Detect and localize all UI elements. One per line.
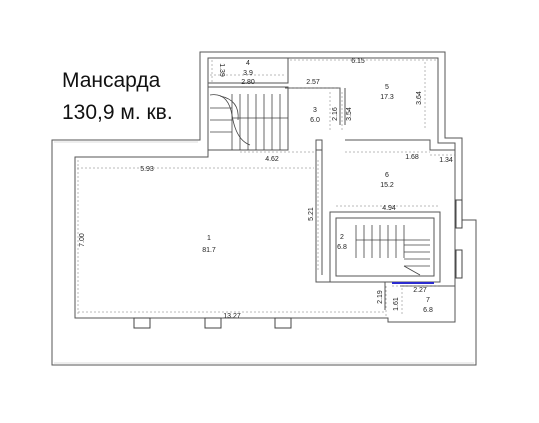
dim-5-93: 5.93 [140, 166, 154, 173]
stair-2-inner [335, 217, 435, 277]
walls [51, 51, 477, 366]
room-7-number: 7 [426, 297, 430, 304]
room-6-area: 15.2 [380, 182, 394, 189]
wall-fill [54, 141, 474, 364]
dim-6-15: 6.15 [351, 58, 365, 65]
plan-area-total: 130,9 м. кв. [62, 101, 173, 124]
room-4-number: 4 [246, 60, 250, 67]
room-5-area: 17.3 [380, 94, 394, 101]
column [315, 139, 323, 151]
dim-1-68: 1.68 [405, 154, 419, 161]
partition-5-6 [345, 139, 455, 151]
dim-1-39: 1.39 [218, 63, 225, 77]
stair-2-box [329, 211, 441, 283]
room-4-area: 3.9 [243, 70, 253, 77]
dim-4-62: 4.62 [265, 156, 279, 163]
stair-2-drawing [355, 225, 430, 276]
room-4-walls [208, 57, 289, 84]
dim-3-64: 3.64 [416, 91, 423, 105]
dim-5-21: 5.21 [308, 207, 315, 221]
stair-3-drawing [209, 94, 288, 150]
dimension-lines [77, 59, 455, 316]
dim-2-27: 2.27 [413, 287, 427, 294]
room-5-number: 5 [385, 84, 389, 91]
dim-2-16: 2.16 [332, 107, 339, 121]
partition-1-right [315, 150, 386, 310]
dim-4-94: 4.94 [382, 205, 396, 212]
dim-7-00: 7.00 [79, 233, 86, 247]
dim-3-54: 3.54 [346, 107, 353, 121]
room-6-number: 6 [385, 172, 389, 179]
outer-wall [51, 51, 477, 366]
room-1-area: 81.7 [202, 247, 216, 254]
dim-2-57: 2.57 [306, 79, 320, 86]
room-3-number: 3 [313, 107, 317, 114]
window-marks [133, 199, 463, 329]
inner-wall [74, 57, 456, 323]
plan-title: Мансарда [62, 69, 161, 92]
room-1-number: 1 [207, 235, 211, 242]
room-3-area: 6.0 [310, 117, 320, 124]
dim-1-34: 1.34 [439, 157, 453, 164]
dim-2-19: 2.19 [377, 290, 384, 304]
dim-13-27: 13.27 [223, 313, 241, 320]
dim-1-61: 1.61 [393, 297, 400, 311]
room-2-area: 6.8 [337, 244, 347, 251]
room-7-area: 6.8 [423, 307, 433, 314]
dim-2-80: 2.80 [241, 79, 255, 86]
room-2-number: 2 [340, 234, 344, 241]
